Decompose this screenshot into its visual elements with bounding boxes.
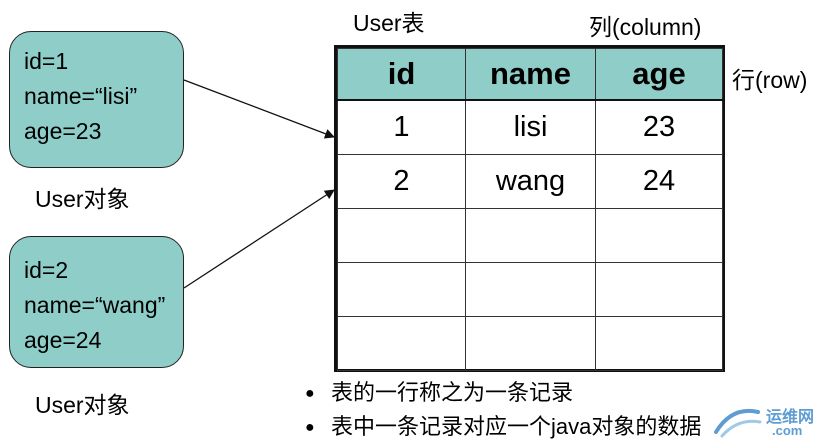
object-2-caption: User对象 xyxy=(35,392,130,418)
table-cell xyxy=(337,316,466,371)
table-cell xyxy=(465,316,596,371)
note-text: 表的一行称之为一条记录 xyxy=(331,380,574,405)
table-cell: 1 xyxy=(337,99,466,155)
object-2-age: age=24 xyxy=(24,327,102,353)
table-cell xyxy=(465,262,596,317)
note-text: 表中一条记录对应一个java对象的数据 xyxy=(331,414,702,439)
arrow-object-2-to-row-2 xyxy=(183,189,335,289)
object-1-name: name=“lisi” xyxy=(24,83,138,109)
watermark-logo: 运维网 .com xyxy=(712,402,818,442)
header-name: name xyxy=(465,48,596,101)
object-1-id: id=1 xyxy=(24,48,69,74)
object-2-name: name=“wang” xyxy=(24,292,166,318)
column-label: 列(column) xyxy=(589,14,702,40)
table-caption: User表 xyxy=(353,10,425,36)
watermark-swoosh-icon xyxy=(714,409,762,438)
table-header-row: id name age xyxy=(337,48,723,101)
notes-list: ● 表的一行称之为一条记录 ● 表中一条记录对应一个java对象的数据 xyxy=(305,376,701,444)
table-cell xyxy=(595,316,723,371)
table-cell xyxy=(337,208,466,263)
watermark-title: 运维网 xyxy=(766,409,815,426)
table-cell: 24 xyxy=(595,154,723,209)
table-row: 1 lisi 23 xyxy=(337,99,723,155)
bullet-icon: ● xyxy=(305,385,315,402)
header-id: id xyxy=(337,48,466,101)
arrow-object-1-to-row-1 xyxy=(183,79,335,139)
list-item: ● 表中一条记录对应一个java对象的数据 xyxy=(305,410,701,444)
table-cell: 2 xyxy=(337,154,466,209)
object-1-age: age=23 xyxy=(24,118,102,144)
object-2-id: id=2 xyxy=(24,257,69,283)
table-cell: lisi xyxy=(465,99,596,155)
list-item: ● 表的一行称之为一条记录 xyxy=(305,376,701,410)
header-age: age xyxy=(595,48,723,101)
table-cell: 23 xyxy=(595,99,723,155)
user-object-box-2: id=2 name=“wang” age=24 xyxy=(9,236,184,368)
table-row: 2 wang 24 xyxy=(337,154,723,209)
user-object-box-1: id=1 name=“lisi” age=23 xyxy=(9,31,184,168)
table-cell xyxy=(595,262,723,317)
table-row xyxy=(337,208,723,263)
object-1-caption: User对象 xyxy=(35,186,130,212)
table-cell xyxy=(465,208,596,263)
table-row xyxy=(337,316,723,371)
bullet-icon: ● xyxy=(305,419,315,436)
user-table: id name age 1 lisi 23 2 wang 24 xyxy=(334,45,725,372)
table-cell xyxy=(595,208,723,263)
table-cell xyxy=(337,262,466,317)
watermark-subtitle: .com xyxy=(772,423,803,438)
table-row xyxy=(337,262,723,317)
table-cell: wang xyxy=(465,154,596,209)
row-label: 行(row) xyxy=(732,67,808,93)
